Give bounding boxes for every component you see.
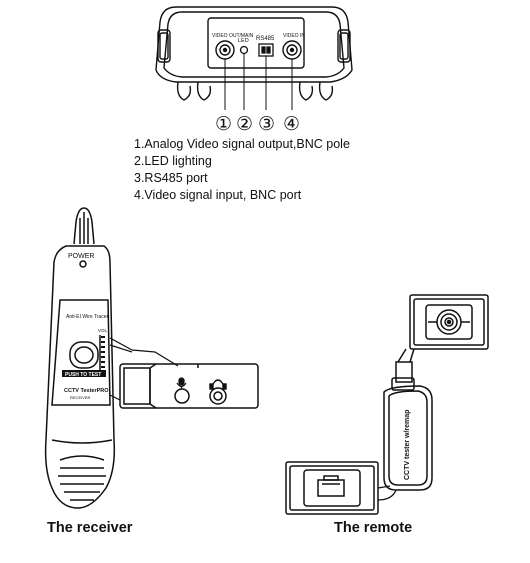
remote-rj45-detail (285, 461, 379, 515)
receiver-power-label: POWER (68, 253, 94, 260)
receiver-zoom-lines (109, 337, 179, 401)
label-video-out: VIDEO OUT/MAIN (212, 33, 254, 39)
push-button-label: PUSH TO TEST (65, 372, 101, 378)
receiver-brand-label: Anti-EI Wire Tracer (66, 314, 109, 320)
label-video-in: VIDEO IN (283, 33, 305, 39)
receiver-side-detail (119, 363, 259, 409)
remote-connector (391, 348, 415, 391)
description-item-3: 3.RS485 port (134, 171, 208, 185)
volume-tick-marks (101, 336, 105, 368)
callout-1: ① (215, 114, 232, 135)
remote-bnc-detail (409, 294, 489, 350)
headphone-jack (209, 387, 227, 405)
rs485-port (258, 43, 274, 57)
receiver-vol-label: VOL (98, 328, 108, 333)
port-description-list: 1.Analog Video signal output,BNC pole 2.… (134, 136, 350, 204)
led-indicator (239, 45, 249, 55)
receiver-caption: The receiver (47, 520, 133, 536)
label-rs485: RS485 (256, 36, 275, 42)
bnc-output-port (215, 40, 235, 60)
microphone-icon (176, 377, 187, 389)
callout-2: ② (236, 114, 253, 135)
remote-zoom-lines (377, 485, 397, 501)
callout-4: ④ (283, 114, 300, 135)
description-item-2: 2.LED lighting (134, 154, 212, 168)
description-item-1: 1.Analog Video signal output,BNC pole (134, 137, 350, 151)
remote-caption: The remote (334, 520, 413, 536)
remote-body-label: CCTV tester w/remap (404, 410, 411, 480)
headphone-icon (209, 379, 227, 390)
description-item-4: 4.Video signal input, BNC port (134, 188, 302, 202)
label-led: LED (238, 38, 249, 44)
push-button-label-bg (62, 370, 106, 377)
mic-jack (174, 388, 190, 404)
callout-3: ③ (258, 114, 275, 135)
receiver-device (44, 207, 116, 509)
callout-leaders (224, 54, 293, 110)
remote-body (383, 385, 433, 491)
bnc-input-port (282, 40, 302, 60)
receiver-model-label: CCTV TesterPRO (64, 388, 109, 394)
receiver-model-sub: RECEIVER (70, 395, 91, 400)
tester-top-panel (155, 6, 353, 101)
